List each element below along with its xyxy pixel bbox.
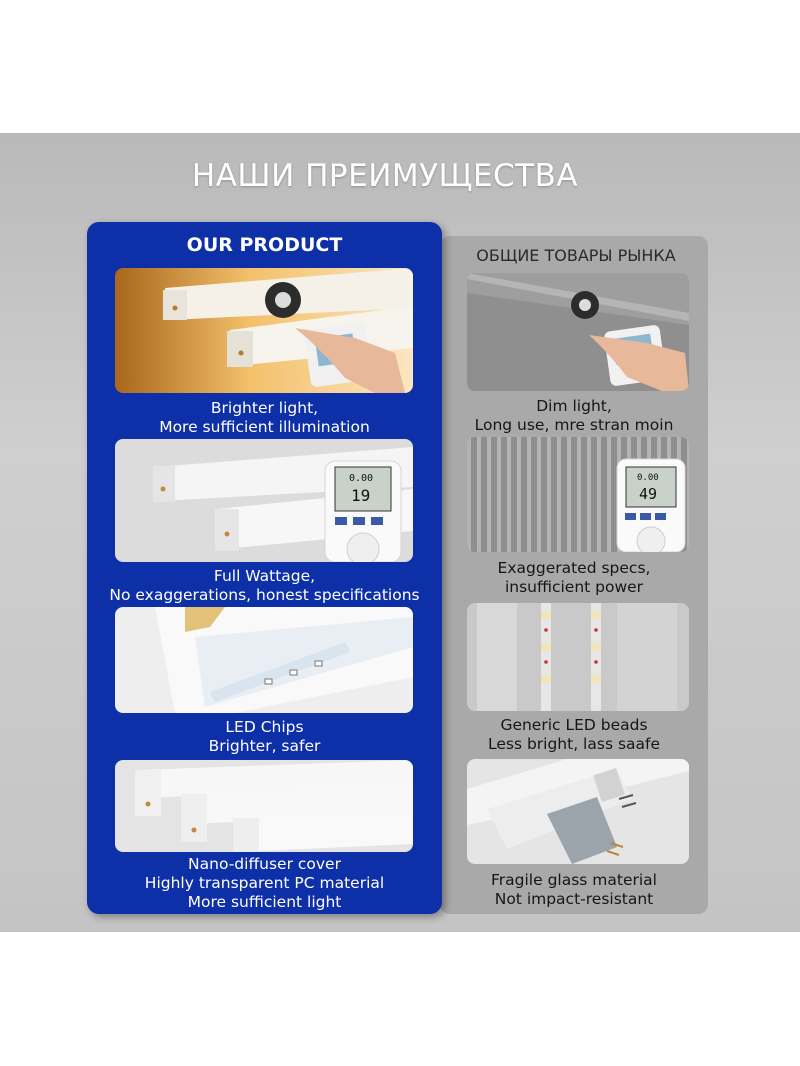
our-brightness-photo: 151 bbox=[115, 268, 413, 393]
led-bead-icon bbox=[541, 611, 601, 683]
our-wattage-photo: 0.00 19 bbox=[115, 439, 413, 562]
our-caption-4: Nano-diffuser cover Highly transparent P… bbox=[144, 855, 385, 911]
meter-reading-text: 19 bbox=[351, 486, 370, 505]
led-chip-icon bbox=[264, 660, 323, 685]
our-caption-3: LED Chips Brighter, safer bbox=[208, 718, 321, 755]
meter-top-text: 0.00 bbox=[349, 473, 373, 484]
meter-reading-text: 49 bbox=[639, 485, 657, 503]
our-caption-2: Full Wattage, No exaggerations, honest s… bbox=[109, 567, 420, 604]
our-product-heading: OUR PRODUCT bbox=[186, 234, 343, 256]
power-meter-icon bbox=[616, 458, 686, 552]
market-glass-tube-photo bbox=[467, 759, 689, 864]
market-dim-light-photo: 151 bbox=[467, 273, 689, 391]
our-diffuser-photo bbox=[115, 760, 413, 852]
our-led-chips-photo bbox=[115, 607, 413, 713]
power-meter-icon bbox=[324, 460, 402, 562]
market-caption-1: Dim light, Long use, mre stran moin bbox=[474, 397, 674, 434]
meter-top-text: 0.00 bbox=[637, 473, 659, 483]
market-caption-4: Fragile glass material Not impact-resist… bbox=[491, 871, 657, 908]
pin-icon bbox=[606, 794, 637, 856]
market-caption-3: Generic LED beads Less bright, lass saaf… bbox=[487, 716, 661, 753]
market-heading: ОБЩИЕ ТОВАРЫ РЫНКА bbox=[476, 246, 676, 265]
market-specs-photo: 0.00 49 bbox=[467, 437, 689, 552]
page-title: НАШИ ПРЕИМУЩЕСТВА bbox=[191, 158, 579, 194]
market-led-beads-photo bbox=[467, 603, 689, 711]
market-caption-2: Exaggerated specs, insufficient power bbox=[497, 559, 651, 596]
our-caption-1: Brighter light, More sufficient illumina… bbox=[159, 399, 370, 436]
